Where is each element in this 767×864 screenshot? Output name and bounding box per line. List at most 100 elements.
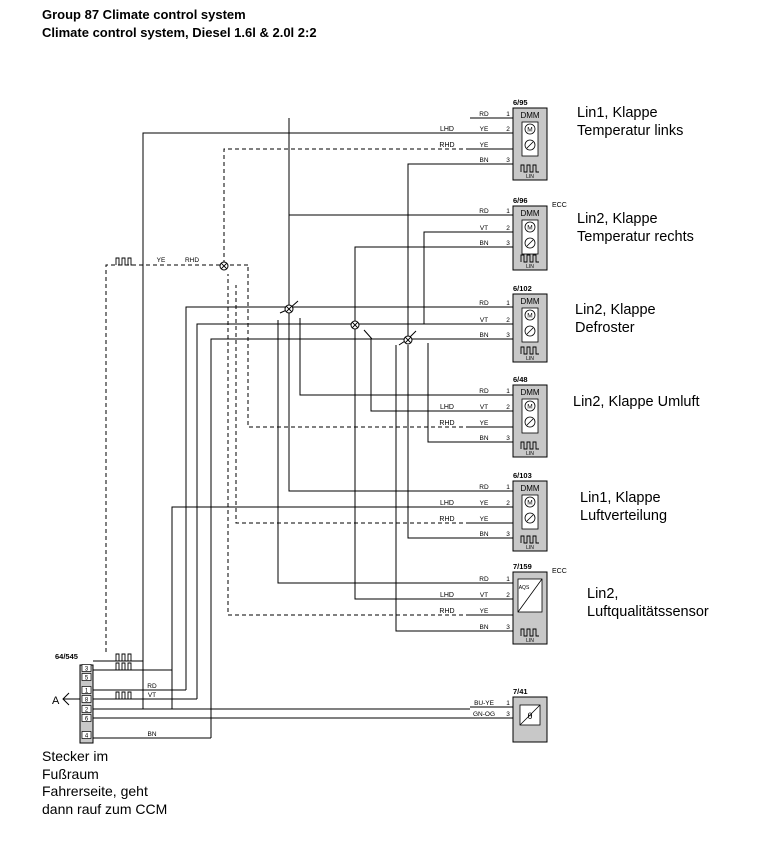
pin-number: 3 — [506, 711, 510, 718]
wire-color-label: YE — [480, 500, 489, 507]
connector-id: 64/545 — [55, 652, 78, 661]
dmm-label: DMM — [520, 111, 539, 120]
pin-number: 1 — [506, 576, 510, 583]
splice-icon — [285, 305, 293, 313]
wire-color-label: RD — [479, 576, 489, 583]
motor-icon — [524, 221, 536, 233]
module-6-102-id: 6/102 — [513, 284, 532, 293]
dmm-label: DMM — [520, 209, 539, 218]
wire-rd-6-48 — [299, 318, 470, 396]
aqs-sensor-icon — [517, 578, 543, 613]
pin-number: 2 — [506, 592, 510, 599]
splice-icon — [351, 321, 359, 329]
connector-arrow-label: A — [52, 695, 60, 707]
lin-label: LIN — [526, 545, 534, 551]
wire-color-label: VT — [480, 404, 488, 411]
motor-icon — [524, 400, 536, 412]
wire-vt-6-96 — [423, 231, 470, 324]
connector-pin-number: 2 — [85, 708, 89, 714]
position-sensor-icon — [526, 327, 534, 335]
pin-number: 3 — [506, 157, 510, 164]
wire-rd-7-159 — [277, 320, 470, 584]
pin-number: 1 — [506, 208, 510, 215]
lin-label: LIN — [526, 638, 534, 644]
module-7-159-id: 7/159 — [513, 562, 532, 571]
connector-pin-number: 4 — [85, 734, 89, 740]
conn-rd-label: RD — [147, 683, 157, 690]
wire-bn-trunk — [210, 338, 470, 738]
page-title: Group 87 Climate control system — [42, 7, 246, 22]
wire-bn-7-159 — [395, 345, 470, 632]
lin-label: LIN — [526, 356, 534, 362]
motor-icon-label: M — [527, 404, 532, 411]
wire-color-label: RD — [479, 300, 489, 307]
wire-color-label: BU-YE — [474, 700, 495, 707]
module-label-7-159: Lin2,Luftqualitätssensor — [587, 586, 709, 620]
drive-side-label: LHD — [440, 500, 454, 507]
temp-sensor-icon — [519, 704, 541, 726]
module-6-96-id: 6/96 — [513, 196, 528, 205]
connector-pin-number: 5 — [85, 676, 89, 682]
connector-pin — [81, 664, 92, 672]
wire-color-label: BN — [479, 332, 488, 339]
wire-color-label: VT — [480, 592, 488, 599]
pin-number: 2 — [506, 500, 510, 507]
wire-color-label: RD — [479, 111, 489, 118]
connector-pin — [81, 714, 92, 722]
connector-pin — [81, 695, 92, 703]
connector-pin-number: 1 — [85, 689, 89, 695]
motor-icon — [524, 123, 536, 135]
motor-icon-label: M — [527, 225, 532, 232]
wire-color-label: RD — [479, 208, 489, 215]
drive-side-label: RHD — [439, 142, 454, 149]
wire-color-label: YE — [480, 142, 489, 149]
wire-rhd-7-159 — [227, 274, 470, 616]
pin-number: 1 — [506, 388, 510, 395]
position-sensor-icon — [526, 239, 534, 247]
lin-pulse-icon — [115, 257, 134, 266]
dmm-label: DMM — [520, 297, 539, 306]
wire-color-label: YE — [480, 516, 489, 523]
lin-pulse-icon — [520, 164, 539, 173]
ecc-label: ECC — [552, 202, 567, 209]
wire-lhd-6-103 — [171, 506, 470, 709]
pin-number: 1 — [506, 700, 510, 707]
connector-pin — [81, 673, 92, 681]
drive-side-label: LHD — [440, 126, 454, 133]
pin-number: 3 — [506, 435, 510, 442]
aqs-label: AQS — [519, 585, 530, 591]
connector-pin — [81, 705, 92, 713]
wire-vt-trunk — [196, 323, 470, 699]
lin-pulse-icon — [520, 254, 539, 263]
splice-icon — [220, 262, 228, 270]
wire-vt-6-48 — [370, 339, 470, 412]
wire-color-label: BN — [479, 435, 488, 442]
wire-bn-6-95 — [407, 163, 470, 339]
wire-color-label: RD — [479, 484, 489, 491]
dmm-label: DMM — [520, 388, 539, 397]
lin-pulse-icon — [520, 441, 539, 450]
module-6-103-id: 6/103 — [513, 471, 532, 480]
bus-ye-label: YE — [157, 257, 166, 264]
wire-rhd-6-103 — [235, 285, 470, 524]
pin-number: 2 — [506, 126, 510, 133]
bus-rhd-label: RHD — [185, 257, 199, 264]
motor-icon-label: M — [527, 500, 532, 507]
position-sensor-icon — [526, 141, 534, 149]
page-subtitle: Climate control system, Diesel 1.6l & 2.… — [42, 25, 317, 40]
module-6-48-id: 6/48 — [513, 375, 528, 384]
splice-icon — [404, 336, 412, 344]
lin-label: LIN — [526, 451, 534, 457]
connector-pin — [81, 686, 92, 694]
drive-side-label: LHD — [440, 592, 454, 599]
wire-bn-6-96 — [354, 246, 470, 324]
motor-icon-label: M — [527, 127, 532, 134]
module-label-6-48: Lin2, Klappe Umluft — [573, 394, 700, 410]
wire-rd-6-103 — [288, 313, 470, 492]
lin-pulse-icon — [115, 653, 134, 662]
module-6-95-id: 6/95 — [513, 98, 528, 107]
wire-rhd-bus — [105, 264, 248, 652]
theta-symbol: θ — [527, 711, 532, 721]
